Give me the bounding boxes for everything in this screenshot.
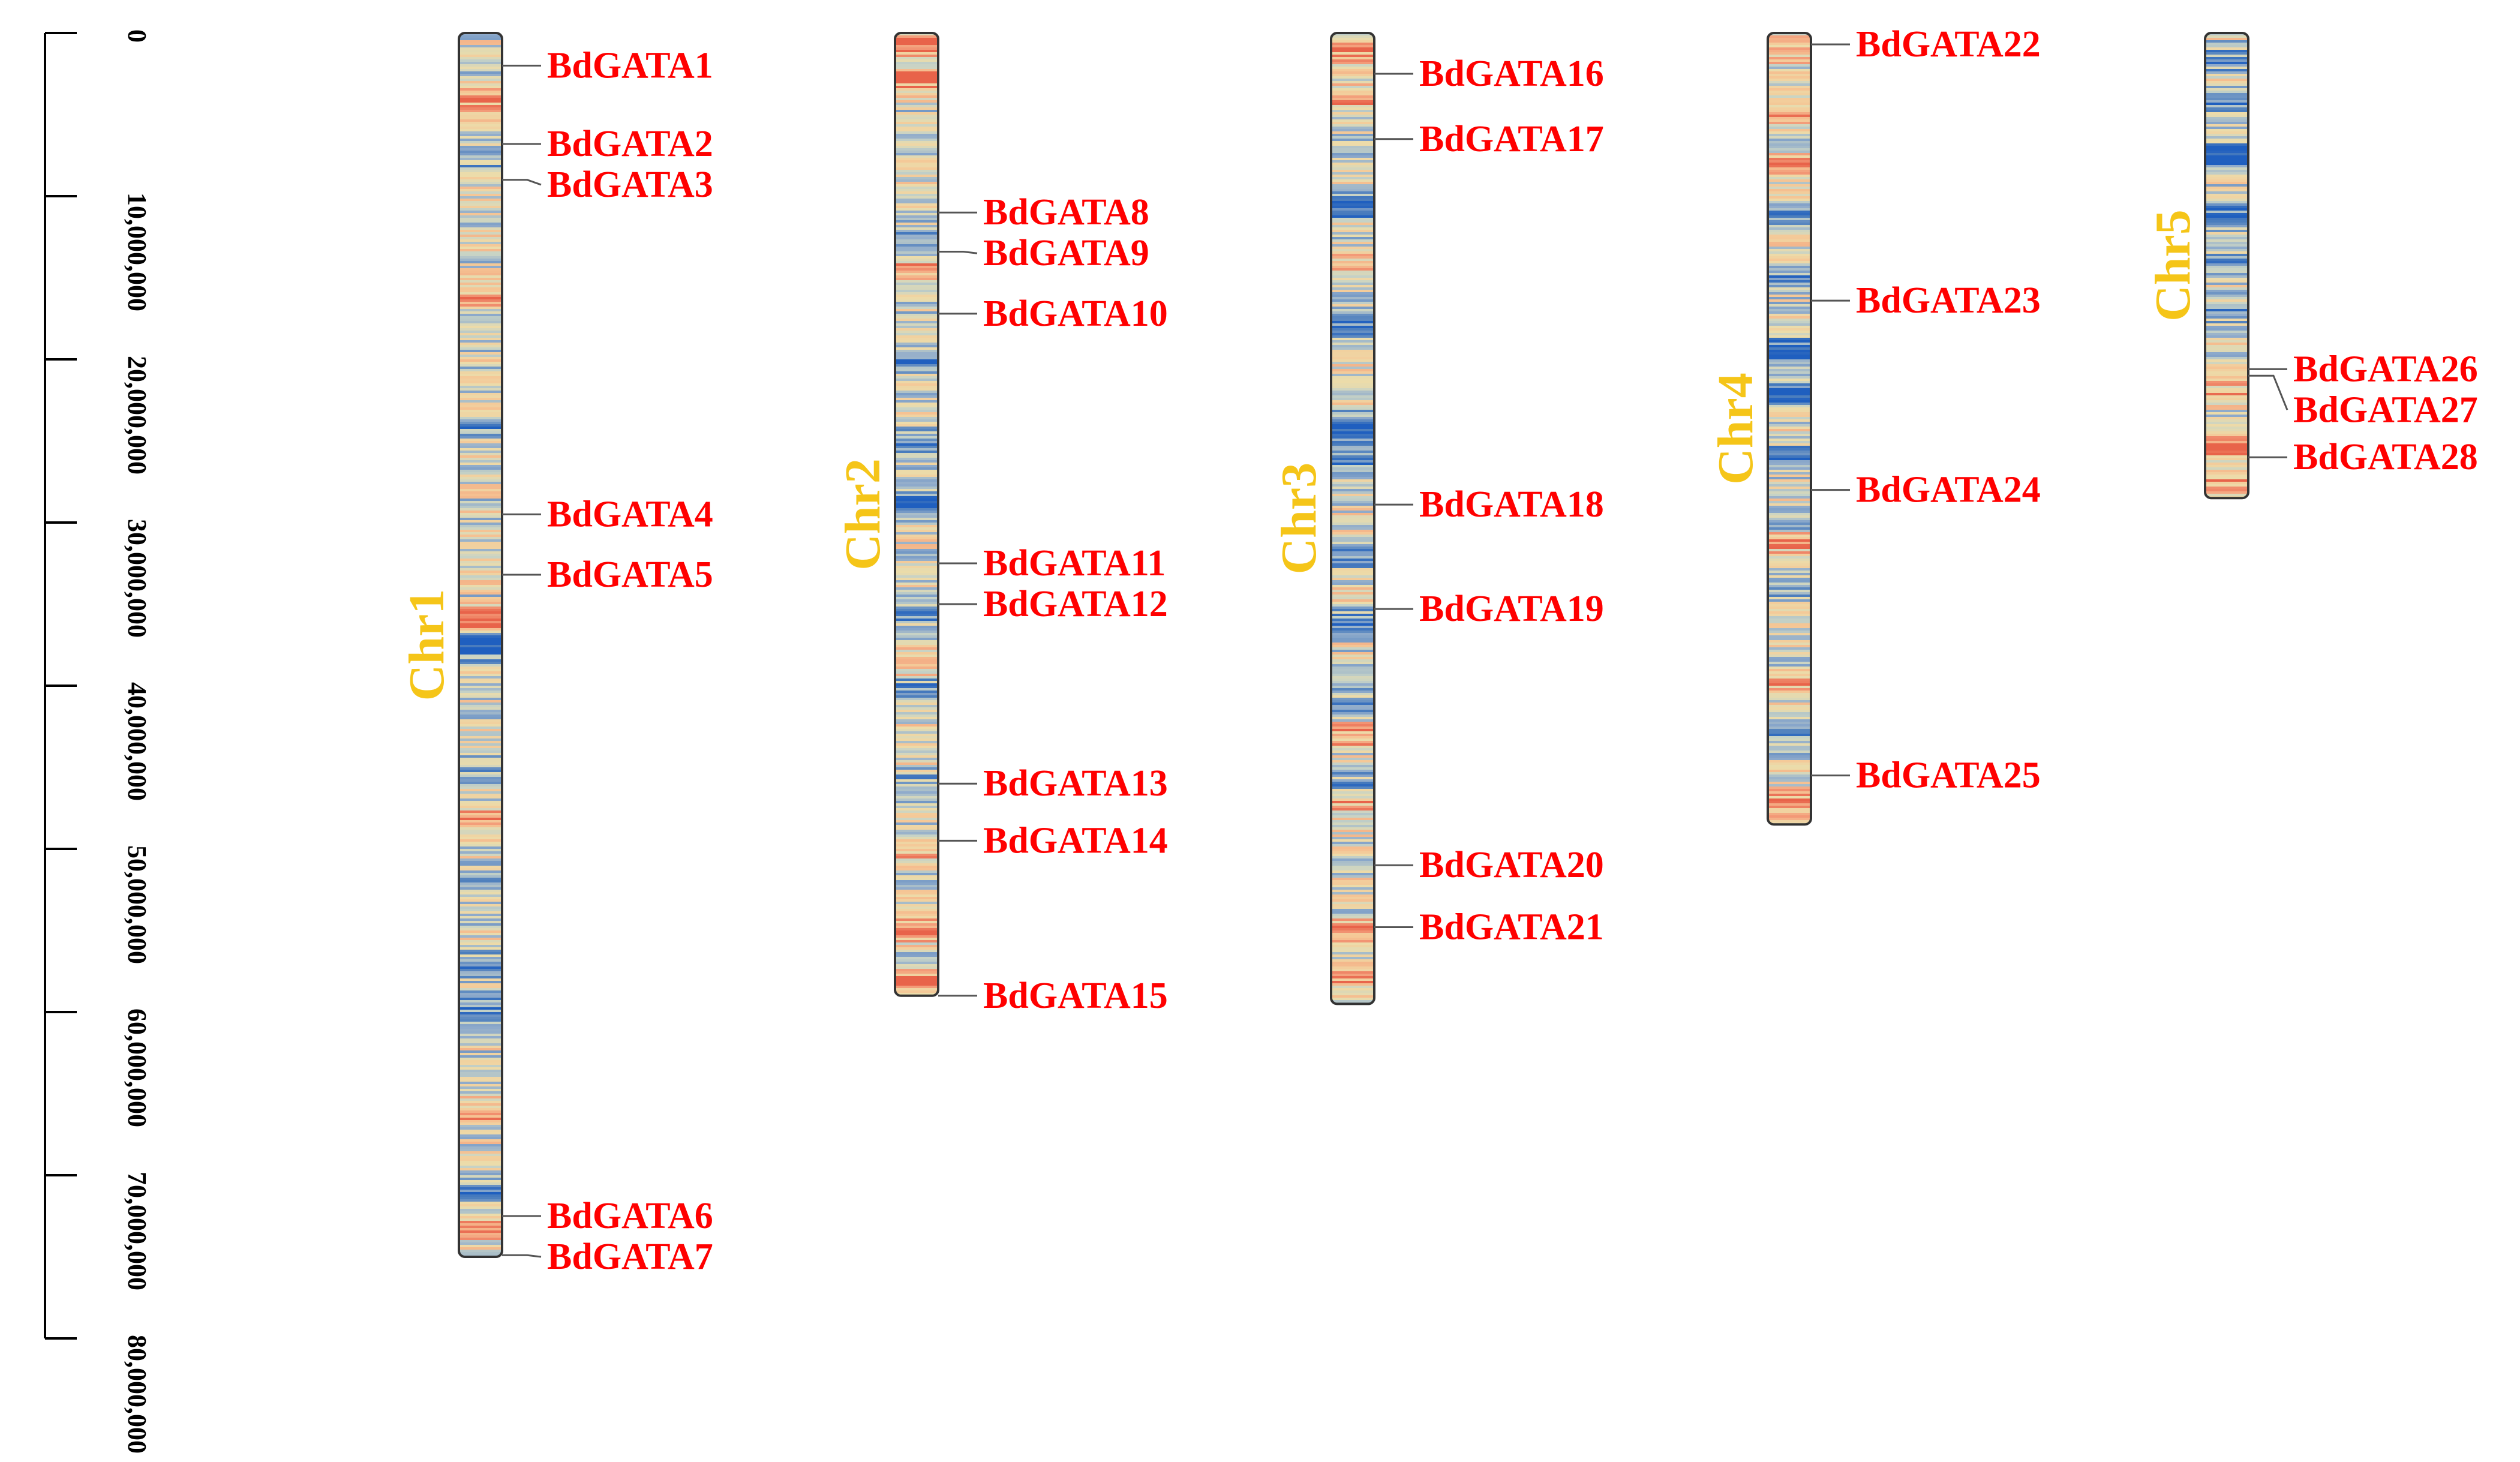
gene-label: BdGATA7 [547,1236,713,1277]
gene-label: BdGATA28 [2293,437,2478,478]
scale-tick-label: 30,000,000 [122,519,152,638]
scale-tick-label: 40,000,000 [122,682,152,801]
scale-axis: 0 10,000,000 20,000,000 30,000,000 40,000,00… [44,29,152,1454]
gene-label: BdGATA16 [1419,53,1604,94]
chromosome-chr2: Chr2BdGATA8BdGATA9BdGATA10BdGATA11BdGATA… [835,32,1168,1016]
gene-label: BdGATA12 [983,584,1168,625]
gene-connector [502,1254,542,1258]
gene-density-heatmap [1331,33,1374,1004]
gene-label: BdGATA15 [983,975,1168,1016]
chromosome-label: Chr4 [1708,373,1764,485]
gene-density-heatmap [1768,33,1811,825]
gene-label: BdGATA26 [2293,349,2478,389]
gene-label: BdGATA24 [1856,470,2041,511]
gene-density-heatmap [2205,33,2248,499]
scale-tick-label: 0 [122,29,152,43]
gene-connector [502,179,542,186]
gene-label: BdGATA8 [983,192,1149,233]
gene-label: BdGATA22 [1856,24,2041,65]
gene-density-heatmap [459,33,502,1257]
chromosome-label: Chr3 [1271,463,1327,575]
gene-label: BdGATA9 [983,233,1149,274]
gene-connector [2248,374,2288,410]
gene-label: BdGATA19 [1419,589,1604,629]
gene-label: BdGATA6 [547,1196,713,1236]
chromosome-outline [458,32,503,1258]
gene-label: BdGATA5 [547,554,713,595]
gene-label: BdGATA17 [1419,119,1604,160]
gene-label: BdGATA27 [2293,389,2478,430]
gene-label: BdGATA21 [1419,907,1604,948]
gene-label: BdGATA13 [983,763,1168,804]
gene-label: BdGATA3 [547,164,713,205]
gene-density-heatmap [895,33,938,996]
gene-label: BdGATA18 [1419,484,1604,525]
gene-label: BdGATA23 [1856,280,2041,321]
chromosome-label: Chr1 [399,589,455,701]
gene-label: BdGATA1 [547,45,713,86]
gene-label: BdGATA2 [547,124,713,164]
scale-tick-label: 60,000,000 [122,1008,152,1127]
scale-tick-label: 70,000,000 [122,1172,152,1290]
gene-label: BdGATA14 [983,820,1168,861]
chromosome-group: Chr1BdGATA1BdGATA2BdGATA3BdGATA4BdGATA5B… [399,24,2478,1277]
gene-label: BdGATA4 [547,494,713,535]
scale-tick-label: 80,000,000 [122,1335,152,1454]
scale-tick-label: 20,000,000 [122,356,152,475]
scale-tick-label: 10,000,000 [122,193,152,311]
chromosome-outline [1767,32,1812,826]
gene-connector [938,250,978,254]
chromosome-outline [2204,32,2249,500]
chromosome-chr1: Chr1 BdGATA1BdGATA2BdGATA3BdGATA4BdGATA5B… [399,32,713,1277]
scale-tick-label: 50,000,000 [122,845,152,964]
gene-label: BdGATA25 [1856,755,2041,796]
chromosome-label: Chr5 [2145,209,2201,322]
chromosome-outline [1330,32,1375,1005]
chromosome-label: Chr2 [835,458,891,571]
gene-label: BdGATA11 [983,543,1166,584]
chromosome-outline [894,32,939,997]
gene-label: BdGATA10 [983,293,1168,334]
chromosome-chr3: Chr3 BdGATA16BdGATA17BdGATA18BdGATA19BdGA… [1271,32,1604,1005]
gene-label: BdGATA20 [1419,845,1604,885]
